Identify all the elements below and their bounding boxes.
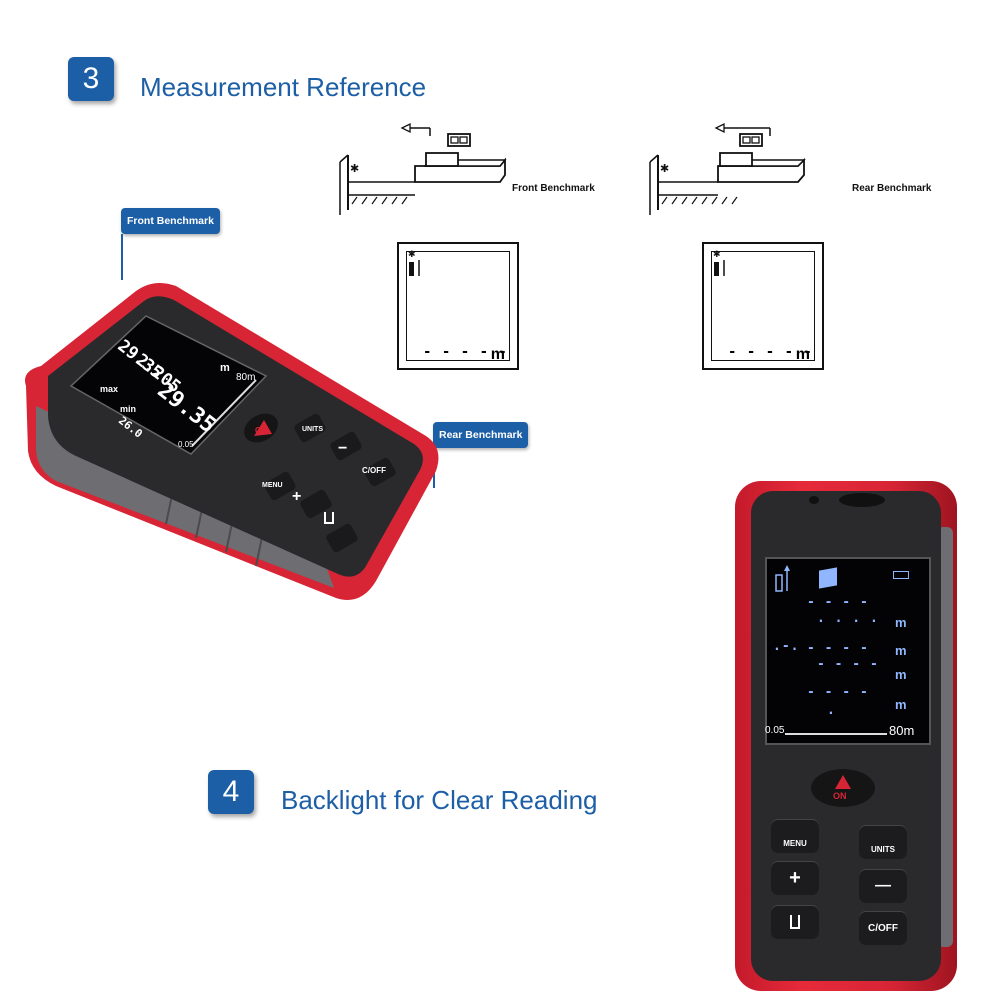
minus-button[interactable]: − [338,440,348,457]
lcd-unit: m [895,667,907,682]
reference-button[interactable] [771,905,819,939]
lcd-scale-min: 0.05 [178,440,194,449]
menu-button[interactable]: MENU [771,819,819,853]
screen-dashes: - - - - - [728,344,813,360]
lcd-unit: m [895,643,907,658]
section-title: Backlight for Clear Reading [281,785,598,815]
lcd-dashes: - - - - [807,641,869,656]
svg-text:✱: ✱ [350,162,359,175]
section-number-badge: 4 [208,770,254,814]
callout-connector [121,234,123,280]
plus-label: + [789,866,801,889]
lcd-unit: m [895,697,907,712]
front-benchmark-callout: Front Benchmark [121,208,220,234]
screen-dashes: - - - - - [423,344,508,360]
device-face: - - - - . . . . m .-. - - - - m - - - - … [751,491,941,981]
lcd-dashes: - - - - [817,657,879,672]
reference-icon [790,915,800,929]
lcd-dashes: . . . . [817,611,879,626]
front-benchmark-screen: ✱ - - - - - m [397,242,519,370]
reference-button-icon[interactable] [324,512,334,524]
svg-text:✱: ✱ [713,250,721,260]
minus-button[interactable]: — [859,869,907,903]
plus-button[interactable]: + [292,488,302,505]
screen-frame [406,251,510,361]
screen-unit: m [490,346,505,363]
plus-button[interactable]: + [771,861,819,895]
lcd-screen: - - - - . . . . m .-. - - - - m - - - - … [765,557,931,745]
grip-side-right [937,527,953,947]
laser-meter-angled [25,282,439,600]
reference-point-icon [775,565,790,592]
rear-reference-icon: ✱ [713,250,725,276]
scale-min-label: 0.05 [765,725,785,736]
svg-text:✱: ✱ [408,250,416,260]
lcd-unit: m [220,362,230,374]
lcd-label-min: min [120,404,137,414]
volume-mode-icon [819,567,837,589]
units-button[interactable]: UNITS [859,825,907,859]
front-reference-icon: ✱ [408,250,420,276]
front-benchmark-diagram: ✱ [339,122,507,215]
section-title: Measurement Reference [140,72,427,102]
battery-icon [893,571,909,579]
lcd-dashes: - - - - [807,685,869,700]
on-label: ON [833,791,847,801]
screen-frame [711,251,815,361]
screen-unit: m [795,346,810,363]
minus-label: — [875,877,891,894]
rear-benchmark-screen: ✱ - - - - - m [702,242,824,370]
coff-button[interactable]: C/OFF [362,466,386,475]
menu-label: MENU [783,838,807,848]
units-button[interactable]: UNITS [302,426,323,433]
svg-text:✱: ✱ [660,162,669,175]
on-button[interactable]: ON [255,426,267,435]
lcd-label-max: max [100,384,119,394]
on-button[interactable]: ON [811,769,875,807]
lcd-dashes: .-. [773,639,800,654]
rear-benchmark-callout: Rear Benchmark [433,422,529,448]
scale-bar [785,733,887,735]
lcd-dashes: - - - - [807,595,869,610]
lcd-dashes: . [827,703,836,718]
coff-button[interactable]: C/OFF [859,911,907,945]
sensor-icon [809,496,819,504]
units-label: UNITS [871,844,895,854]
lcd-scale-max: 80m [236,372,256,383]
coff-label: C/OFF [868,922,898,934]
scale-max-label: 80m [889,723,915,738]
section-number-badge: 3 [68,57,114,101]
rear-benchmark-caption: Rear Benchmark [852,183,932,194]
laser-warning-icon [835,775,851,789]
lcd-unit: m [895,615,907,630]
menu-button[interactable]: MENU [262,482,283,489]
rear-benchmark-diagram: ✱ [649,122,806,215]
lens-icon [839,493,885,507]
laser-meter-upright: - - - - . . . . m .-. - - - - m - - - - … [735,481,957,991]
front-benchmark-caption: Front Benchmark [512,183,595,194]
